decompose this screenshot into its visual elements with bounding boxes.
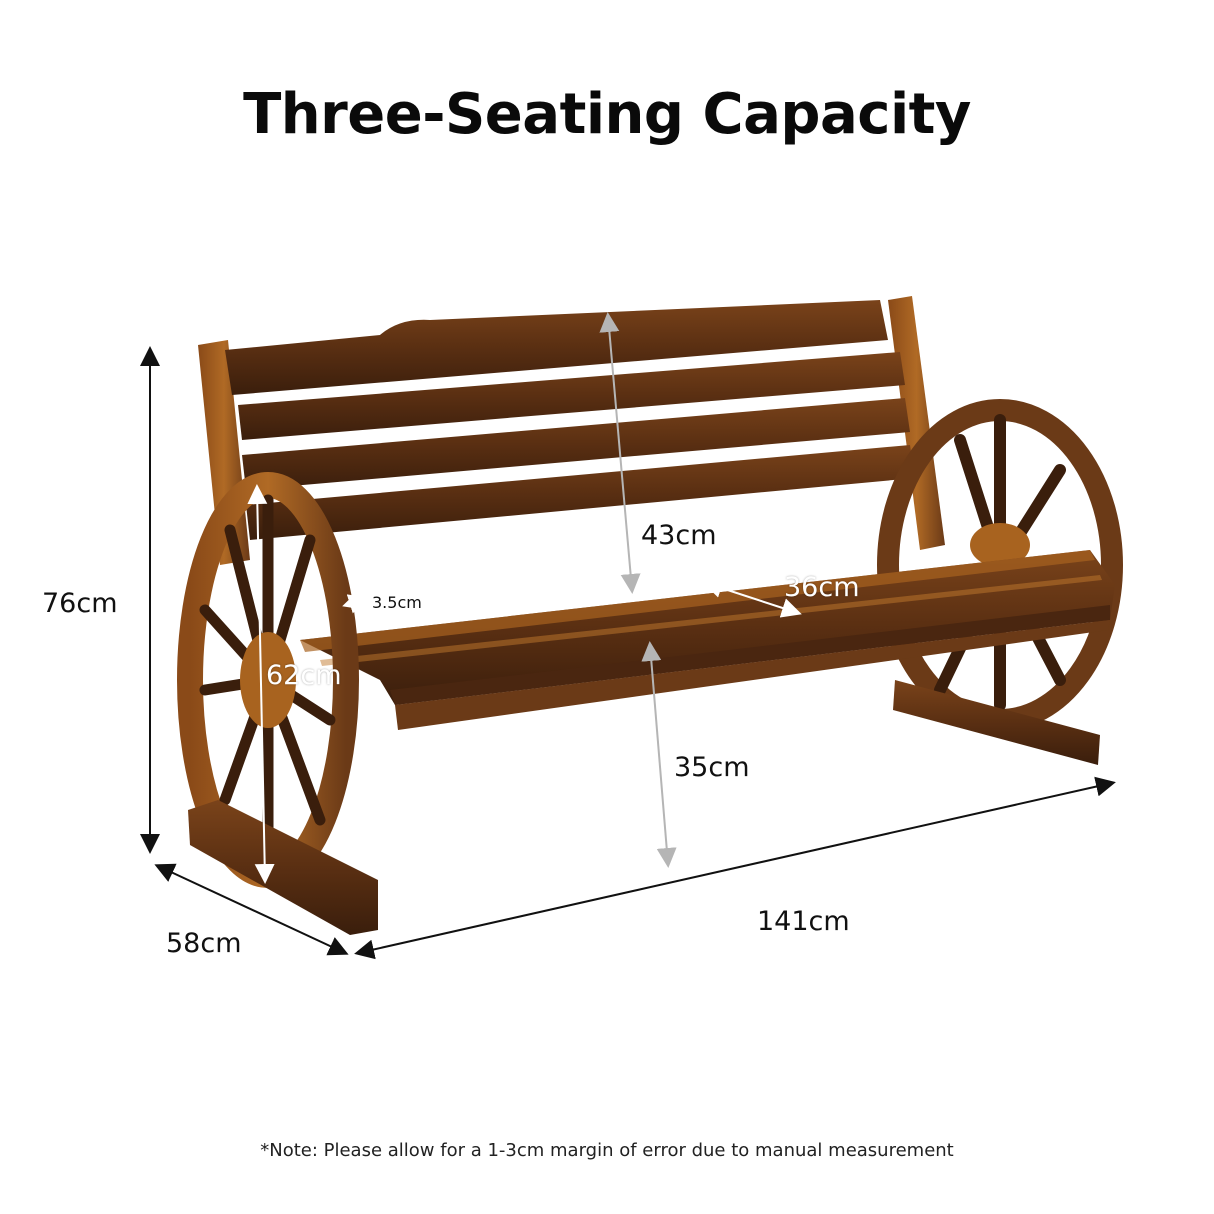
measurement-note: *Note: Please allow for a 1-3cm margin o…	[260, 1140, 954, 1161]
depth-label: 58cm	[166, 928, 242, 959]
dimension-arrows	[140, 312, 1116, 960]
seat-height-label: 35cm	[674, 752, 750, 783]
width-label: 141cm	[757, 906, 850, 937]
backrest	[198, 296, 945, 565]
wheel-diameter-label: 62cm	[266, 660, 342, 691]
rim-thickness-label: 3.5cm	[372, 593, 422, 612]
overall-height-label: 76cm	[42, 588, 118, 619]
seat	[300, 550, 1115, 730]
page-title: Three-Seating Capacity	[243, 82, 971, 147]
left-wheel	[177, 472, 378, 935]
backrest-height-label: 43cm	[641, 520, 717, 551]
seat-depth-label: 36cm	[784, 572, 860, 603]
